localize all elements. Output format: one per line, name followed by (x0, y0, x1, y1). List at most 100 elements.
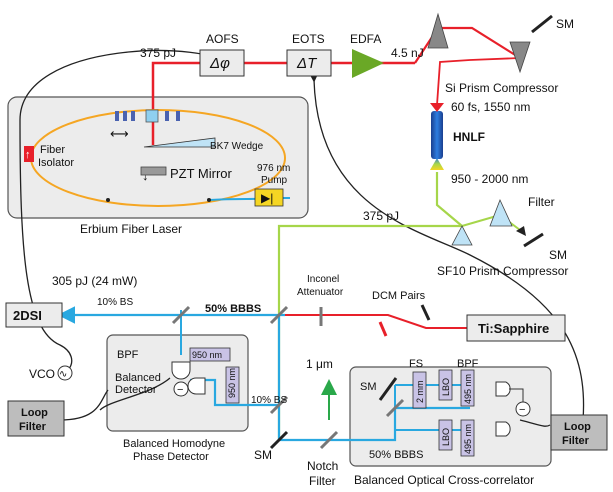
label-loop-right-2[interactable]: Filter (562, 435, 590, 447)
label-erbium: Erbium Fiber Laser (80, 222, 182, 236)
label-inconel: Inconel (307, 274, 339, 285)
right-detector-wires (509, 388, 524, 402)
erbium-laser-panel (7, 96, 309, 219)
label-loop-left-2[interactable]: Filter (19, 421, 47, 433)
loop-to-pzt-cable (59, 389, 109, 421)
sf10-prism-1 (451, 225, 473, 246)
lens-bottom (430, 158, 444, 170)
ring-optics (115, 109, 180, 123)
label-delay: ΔT (296, 55, 318, 72)
pzt-mirror (140, 166, 167, 176)
label-bs10-top: 10% BS (97, 297, 133, 308)
sm-mid-mirror (523, 232, 544, 248)
label-loop-right-1[interactable]: Loop (564, 421, 591, 433)
label-sf10: SF10 Prism Compressor (437, 264, 568, 278)
hnlf-fiber (431, 111, 443, 159)
green-beam-sf10-feed (435, 190, 463, 227)
lens-top (430, 103, 444, 112)
label-sm-top: SM (556, 17, 574, 31)
label-tisapph[interactable]: Ti:Sapphire (478, 321, 549, 336)
lbo-top-box (438, 369, 453, 401)
label-isolator: Isolator (38, 157, 74, 169)
fs-2mm-box (412, 371, 427, 409)
red-beam-to-si-prism (414, 26, 521, 64)
lbo-bottom-box (438, 419, 453, 451)
label-aofs: AOFS (206, 32, 239, 46)
green-beam-main (277, 224, 462, 298)
fiber-dot-right (207, 198, 211, 202)
loop-filter-right[interactable] (550, 414, 608, 451)
tisapph-box[interactable] (466, 314, 566, 342)
vco-icon (57, 365, 73, 381)
label-boc: Balanced Optical Cross-correlator (354, 473, 534, 487)
label-4-5nj: 4.5 nJ (391, 46, 424, 60)
sm-bottom-mirror (269, 430, 289, 450)
blue-beam-ti-sapph-path (285, 314, 467, 329)
nm495-bottom-box (460, 419, 475, 457)
label-pump: Pump (261, 175, 288, 186)
label-pzt: PZT Mirror (170, 166, 233, 181)
label-bpf-left: BPF (117, 349, 139, 361)
double-arrow-vertical: ↕ (142, 168, 149, 183)
label-fiber: Fiber (40, 144, 65, 156)
label-bhpd-1: Balanced Homodyne (123, 438, 225, 450)
label-loop-left-1[interactable]: Loop (21, 407, 48, 419)
dsi-box[interactable] (5, 302, 63, 328)
minus-sign-right: − (519, 404, 525, 416)
label-fs-right: FS (409, 358, 423, 370)
label-lbo-bottom: LBO (441, 428, 451, 446)
notch-filter (319, 430, 339, 450)
label-notch: Notch (307, 459, 338, 473)
diode-icon: ▶| (261, 191, 273, 205)
label-60fs: 60 fs, 1550 nm (451, 100, 530, 114)
edfa-amplifier[interactable] (352, 49, 384, 78)
label-attenuator: Attenuator (297, 287, 344, 298)
label-bpf-950: 950 nm (192, 350, 222, 360)
dcm-mirror-1 (378, 321, 388, 337)
bpf-950-box (189, 347, 231, 362)
feedback-cable-eots (308, 72, 585, 421)
bk7-wedge (143, 137, 216, 148)
label-2dsi[interactable]: 2DSI (13, 308, 42, 323)
label-filter-top: Filter (528, 195, 555, 209)
subtractor-left (173, 381, 189, 397)
label-950-2000: 950 - 2000 nm (451, 172, 528, 186)
label-lbo-top: LBO (441, 378, 451, 396)
label-edfa: EDFA (350, 32, 381, 46)
label-detector: Detector (115, 384, 157, 396)
label-balanced: Balanced (115, 372, 161, 384)
label-976: 976 nm (257, 163, 290, 174)
dcm-mirror-2 (420, 304, 431, 321)
right-loop-to-detector (519, 419, 551, 427)
filter-icon (516, 226, 526, 236)
detector-to-loop-cable (99, 377, 171, 411)
eots-box[interactable] (286, 49, 332, 77)
label-dcm: DCM Pairs (372, 290, 426, 302)
label-si-prism: Si Prism Compressor (445, 81, 558, 95)
label-305: 305 pJ (24 mW) (52, 274, 137, 288)
label-sm-bottom: SM (254, 448, 272, 462)
label-bbbs50-top: 50% BBBS (205, 303, 261, 315)
label-phase: Δφ (209, 55, 230, 72)
label-sm-right: SM (360, 381, 377, 393)
bs10-top (171, 305, 191, 325)
photodiode-left-bottom (187, 377, 206, 395)
label-375-mid: 375 pJ (363, 209, 399, 223)
fiber-dot-left (106, 198, 110, 202)
label-bbbs50-bottom: 50% BBBS (369, 449, 423, 461)
double-arrow-horizontal: ⟷ (110, 126, 129, 141)
label-bk7: BK7 Wedge (210, 141, 264, 152)
nm495-top-box (460, 369, 475, 407)
label-filter-950: 950 nm (227, 368, 237, 398)
bs10-bottom (269, 395, 289, 415)
aofs-box[interactable] (199, 49, 245, 77)
isolator-arrow-icon: ↑ (25, 149, 31, 161)
feedback-cable-aofs (19, 49, 233, 371)
loop-filter-left[interactable] (7, 400, 65, 437)
label-375-top: 375 pJ (140, 46, 176, 60)
bbbs50-top (269, 305, 289, 325)
label-bpf-right: BPF (457, 358, 479, 370)
photodiode-left-top (171, 361, 191, 380)
si-prism-1 (427, 12, 449, 49)
